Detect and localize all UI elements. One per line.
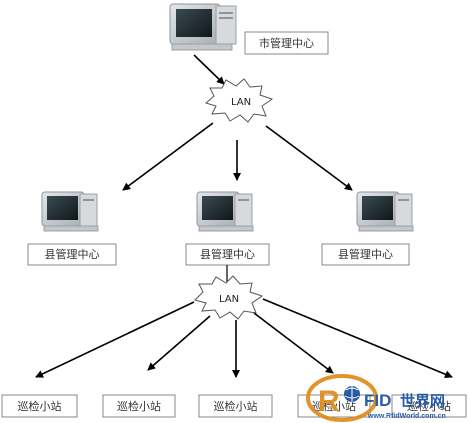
rfidworld-watermark-logo: R FID 世界网 www.RfidWorld.com.cn	[306, 374, 446, 422]
patrol-station-1: 巡检小站	[1, 394, 78, 418]
arrow-lan-to-county-left	[122, 122, 214, 191]
svg-text:巡检小站: 巡检小站	[214, 399, 258, 413]
svg-text:县管理中心: 县管理中心	[338, 247, 393, 261]
svg-text:R: R	[318, 385, 340, 418]
county-computer-icon-center	[196, 191, 254, 232]
patrol-station-3: 巡检小站	[198, 394, 273, 418]
top-lan-cloud: LAN	[204, 78, 274, 123]
county-center-label-right: 县管理中心	[321, 243, 410, 266]
county-computer-icon-right	[356, 191, 414, 232]
bottom-lan-cloud: LAN	[194, 275, 264, 320]
svg-text:巡检小站: 巡检小站	[407, 399, 451, 413]
svg-text:LAN: LAN	[219, 294, 239, 305]
arrow-city-to-lan	[193, 54, 225, 85]
svg-text:世界网: 世界网	[400, 392, 445, 410]
arrow-lan-to-station-2	[147, 315, 211, 371]
svg-text:巡检小站: 巡检小站	[18, 399, 62, 413]
svg-text:市管理中心: 市管理中心	[259, 36, 314, 50]
svg-text:巡检小站: 巡检小站	[117, 399, 161, 413]
svg-text:巡检小站: 巡检小站	[312, 399, 356, 413]
arrow-lan-to-station-4	[253, 312, 334, 374]
svg-text:www.RfidWorld.com.cn: www.RfidWorld.com.cn	[367, 413, 446, 420]
svg-text:县管理中心: 县管理中心	[45, 247, 100, 261]
city-center-label: 市管理中心	[244, 31, 329, 55]
city-center-computer-icon	[169, 3, 237, 51]
patrol-station-5: 巡检小站	[391, 394, 467, 418]
arrow-lan-to-county-right	[265, 125, 353, 191]
county-computer-icon-left	[41, 191, 99, 232]
svg-text:FID: FID	[364, 391, 391, 410]
arrow-lan-to-station-1	[35, 301, 195, 378]
svg-text:县管理中心: 县管理中心	[200, 247, 255, 261]
svg-text:LAN: LAN	[231, 97, 251, 108]
county-center-label-center: 县管理中心	[185, 243, 270, 266]
county-center-label-left: 县管理中心	[27, 243, 117, 266]
arrow-lan-to-station-5	[262, 298, 453, 379]
patrol-station-2: 巡检小站	[102, 394, 176, 418]
